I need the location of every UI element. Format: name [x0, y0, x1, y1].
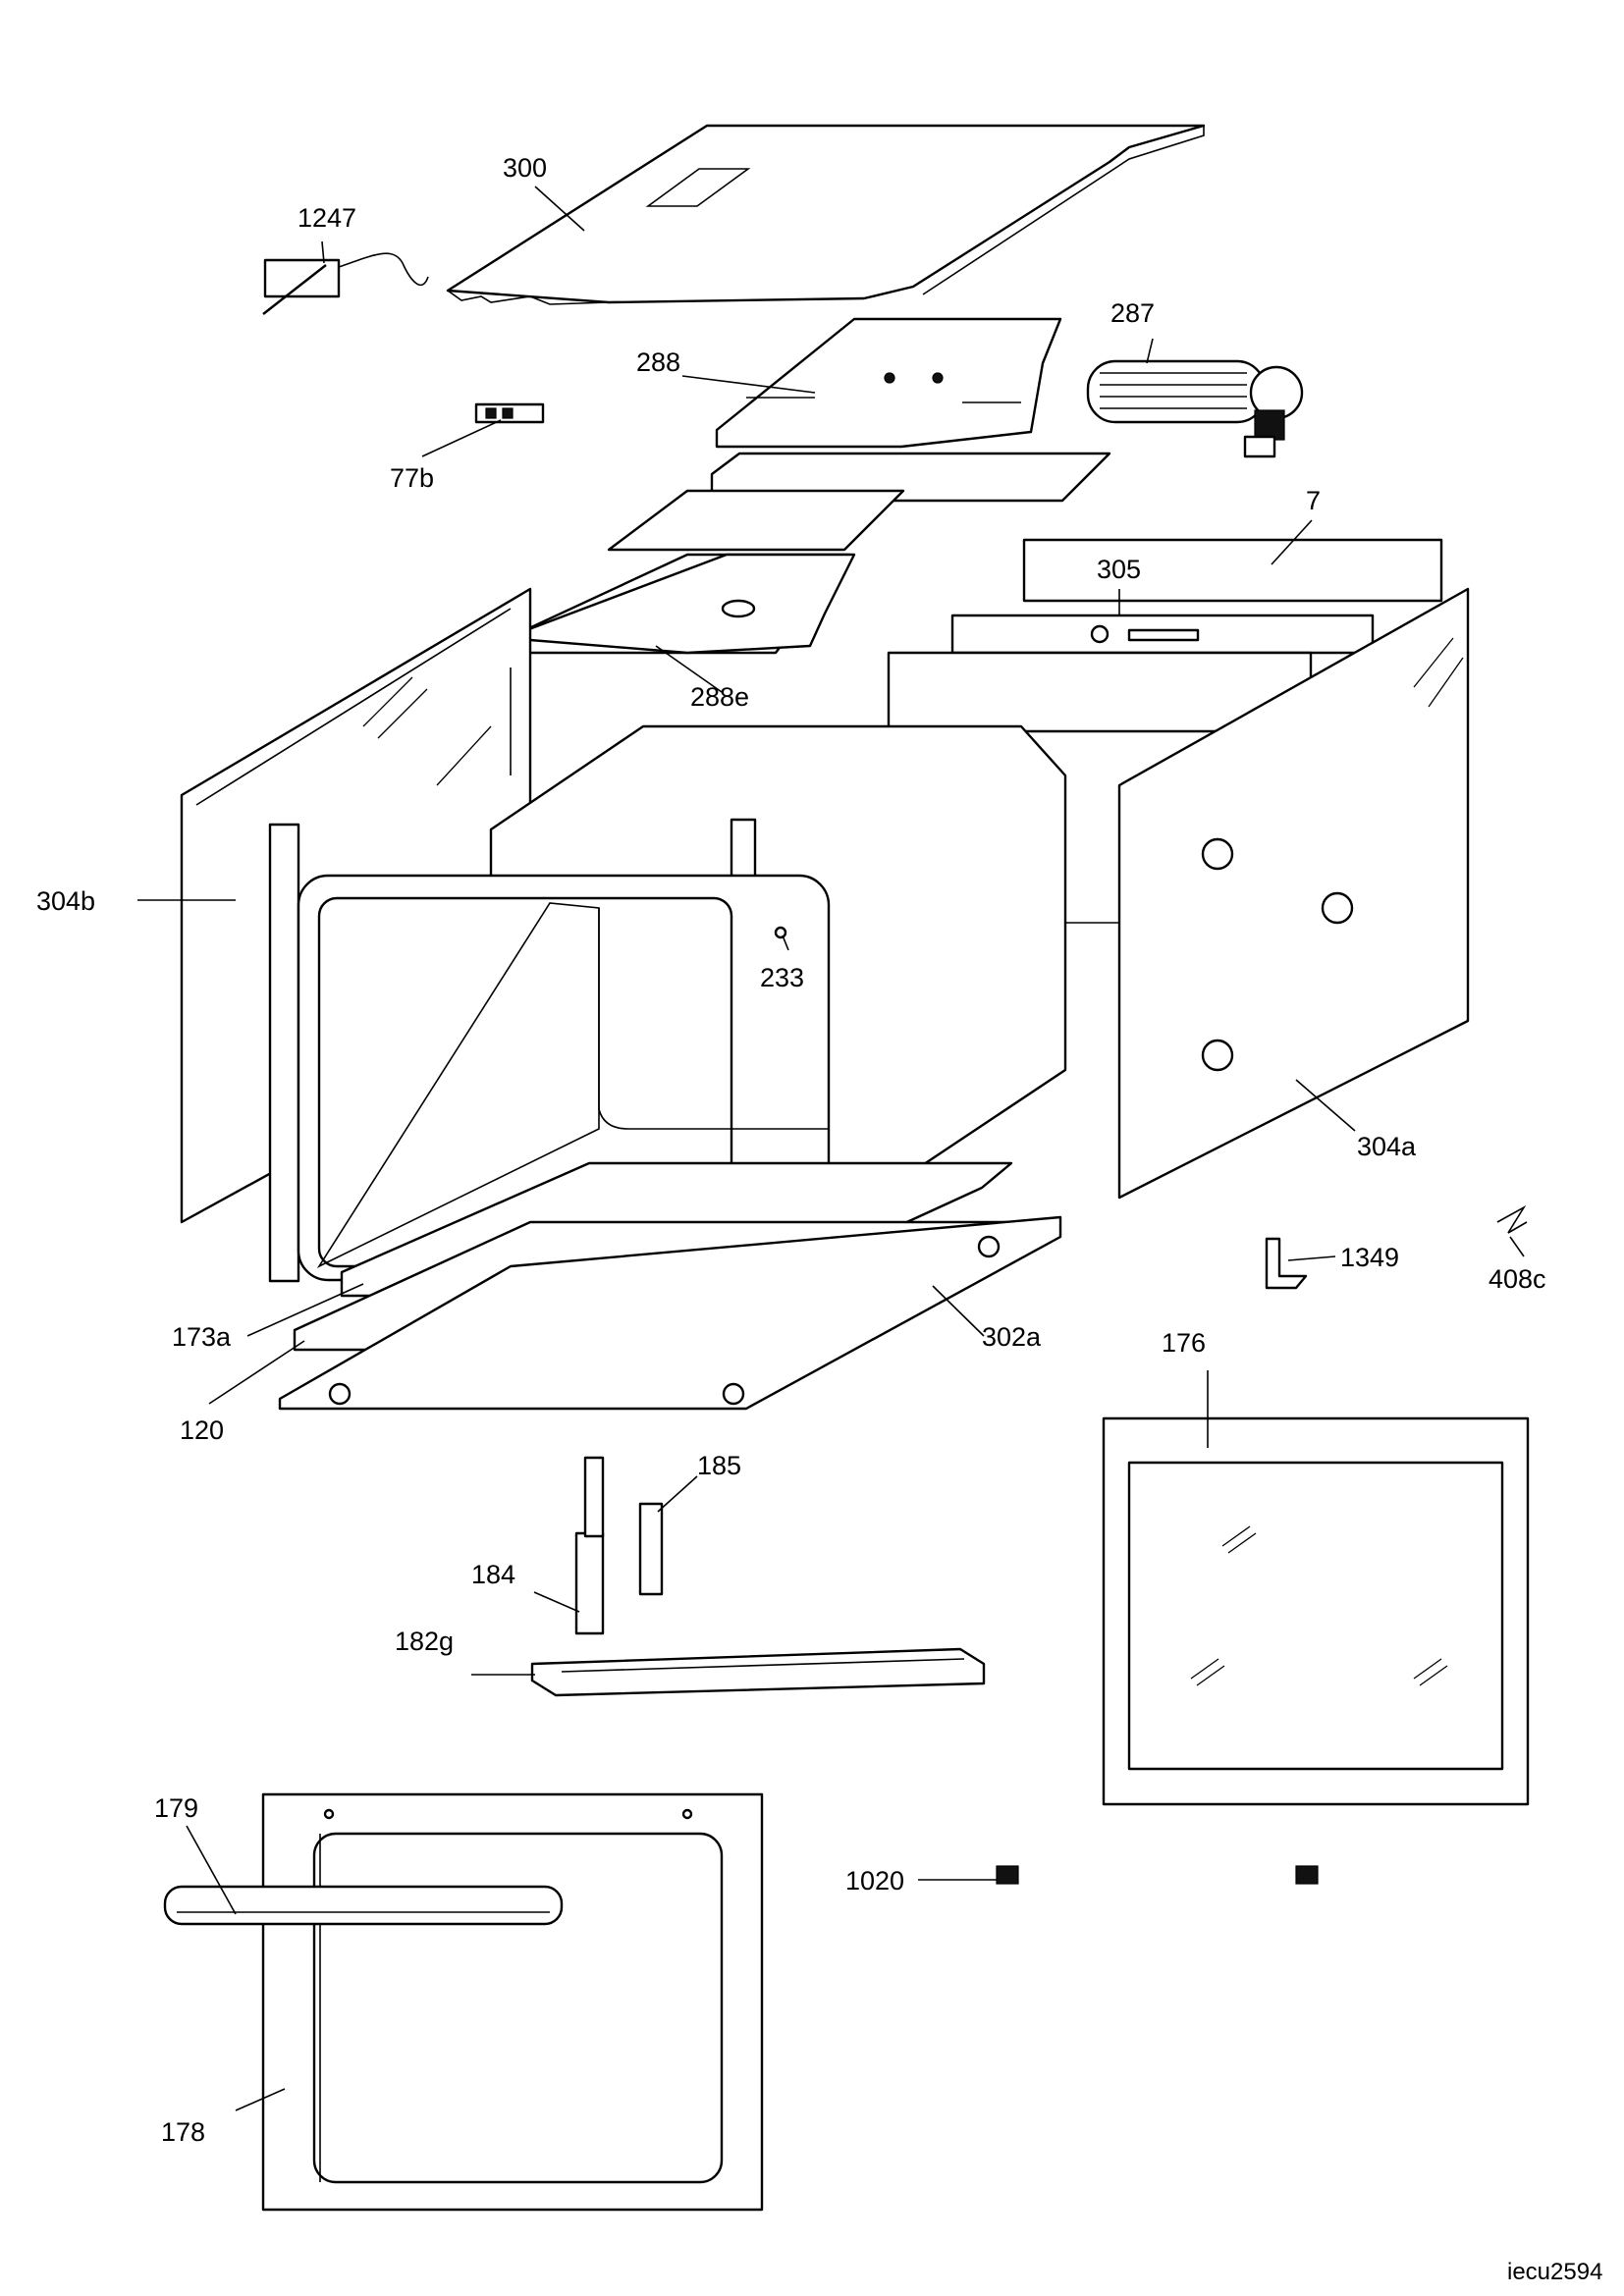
label-1349: 1349: [1340, 1243, 1399, 1272]
part-1247-sensor: [262, 252, 429, 315]
label-288: 288: [636, 347, 680, 377]
label-300: 300: [503, 153, 547, 183]
label-179: 179: [154, 1793, 198, 1823]
label-288e: 288e: [690, 682, 749, 712]
label-7: 7: [1306, 486, 1321, 515]
part-178-door: [261, 1792, 764, 2212]
label-233: 233: [760, 963, 804, 992]
part-233-screw: [774, 926, 787, 939]
part-labels: 300 1247 287 288 77b 7 305 288e 304b 233…: [36, 153, 1602, 2285]
part-182g-rail: [530, 1647, 986, 1697]
diagram-reference-code: iecu2594: [1507, 2259, 1602, 2285]
part-7-back-panel: [1022, 538, 1443, 603]
label-173a: 173a: [172, 1322, 232, 1352]
label-176: 176: [1162, 1328, 1206, 1358]
label-185: 185: [697, 1451, 741, 1480]
label-305: 305: [1097, 555, 1141, 584]
part-288-duct: [715, 317, 1062, 449]
label-1020: 1020: [845, 1866, 904, 1896]
part-305-panel: [950, 614, 1375, 655]
part-1020-clips: [996, 1865, 1319, 1885]
part-287-fan: [1086, 359, 1304, 458]
part-185-hinge: [638, 1502, 664, 1596]
label-120: 120: [180, 1415, 224, 1445]
label-178: 178: [161, 2117, 205, 2147]
part-408c-clip: [1496, 1204, 1528, 1234]
part-1349-bracket: [1265, 1237, 1308, 1290]
label-302a: 302a: [982, 1322, 1042, 1352]
label-182g: 182g: [395, 1627, 454, 1656]
part-77b-fuse: [474, 402, 545, 424]
label-77b: 77b: [390, 463, 434, 493]
label-1247: 1247: [298, 203, 356, 233]
leader-lines: [137, 186, 1525, 2111]
part-304a-right-panel: [1117, 587, 1470, 1200]
part-179-handle: [163, 1885, 564, 1926]
label-184: 184: [471, 1560, 515, 1589]
label-287: 287: [1110, 298, 1155, 328]
part-base-plates: [278, 1161, 1062, 1411]
label-304b: 304b: [36, 886, 95, 916]
part-184-hinge: [574, 1456, 605, 1635]
part-288e-plate: [504, 553, 856, 655]
part-176-inner-glass: [1102, 1416, 1530, 1806]
label-408c: 408c: [1489, 1264, 1546, 1294]
label-304a: 304a: [1357, 1132, 1417, 1161]
part-300-top-cover: [446, 124, 1206, 305]
